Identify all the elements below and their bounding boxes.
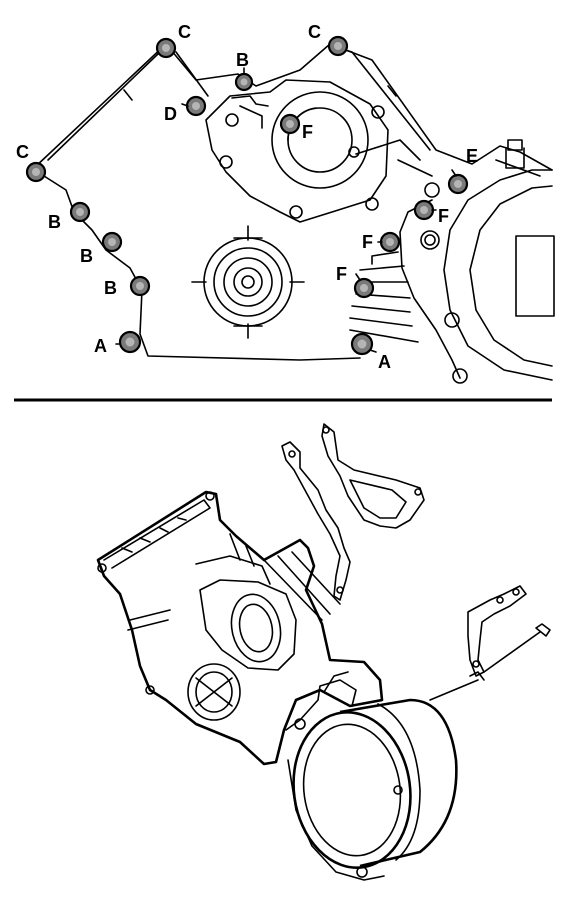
- exploded-view: [96, 423, 551, 881]
- label-b-top: B: [236, 50, 249, 70]
- label-a-right: A: [378, 352, 391, 372]
- label-b-left-3: B: [104, 278, 117, 298]
- bolt-c-2: [327, 35, 349, 57]
- label-f-lower: F: [336, 264, 347, 284]
- upper-gasket-left: [281, 441, 351, 601]
- label-b-left-2: B: [80, 246, 93, 266]
- label-f-mid: F: [362, 232, 373, 252]
- bolt-c-1: [155, 37, 177, 59]
- label-e: E: [466, 146, 478, 166]
- bolt-b-3: [101, 231, 123, 253]
- exploded-fan-housing: [285, 671, 458, 881]
- exploded-bolt: [429, 623, 551, 701]
- label-d: D: [164, 104, 177, 124]
- front-view-cover: [33, 43, 555, 384]
- label-b-left-1: B: [48, 212, 61, 232]
- label-a-left: A: [94, 336, 107, 356]
- crank-seal: [191, 225, 305, 339]
- side-gasket: [467, 585, 527, 677]
- bolt-f-3: [379, 231, 401, 253]
- fan-housing: [399, 139, 555, 384]
- ribbed-area: [349, 251, 419, 343]
- bolt-f-2: [413, 199, 435, 221]
- bolt-d: [185, 95, 207, 117]
- exploded-cover: [96, 490, 384, 766]
- bolt-b-4: [129, 275, 151, 297]
- label-c-left: C: [16, 142, 29, 162]
- bolt-markers: [25, 35, 469, 356]
- bolt-b-2: [69, 201, 91, 223]
- leader-lines: [115, 67, 457, 353]
- bolt-e: [447, 173, 469, 195]
- bolt-f-1: [279, 113, 301, 135]
- bolt-a-1: [118, 330, 142, 354]
- bolt-f-4: [353, 277, 375, 299]
- bolt-b-1: [234, 72, 254, 92]
- bolt-a-2: [350, 332, 374, 356]
- label-f-right: F: [438, 206, 449, 226]
- upper-gasket-right: [321, 423, 425, 529]
- bolt-c-3: [25, 161, 47, 183]
- label-c-top-right: C: [308, 22, 321, 42]
- label-f-pump: F: [302, 122, 313, 142]
- label-c-top-left: C: [178, 22, 191, 42]
